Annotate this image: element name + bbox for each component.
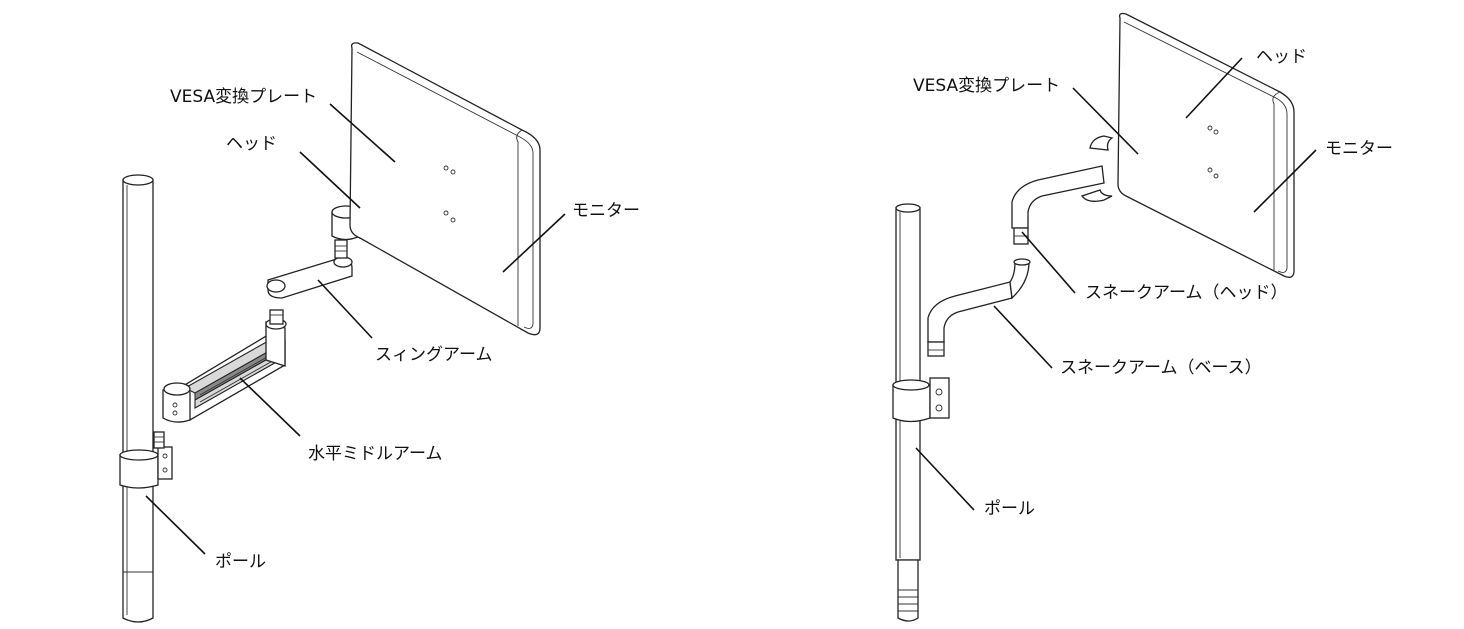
left-swing-arm bbox=[266, 239, 353, 299]
left-pole bbox=[122, 174, 154, 623]
left-pole-clamp bbox=[119, 431, 173, 489]
left-label-head: ヘッド bbox=[226, 134, 277, 154]
right-label-pole: ポール bbox=[984, 499, 1035, 519]
left-label-pole: ポール bbox=[215, 552, 266, 572]
right-label-snake-head: スネークアーム（ヘッド） bbox=[1085, 283, 1287, 303]
left-label-swing-arm: スィングアーム bbox=[375, 345, 492, 365]
left-assembly: VESA変換プレート ヘッド モニター スィングアーム 水平ミドルアーム ポール bbox=[119, 42, 640, 623]
right-assembly: VESA変換プレート ヘッド モニター スネークアーム（ヘッド） スネークアーム… bbox=[892, 12, 1393, 622]
left-label-vesa: VESA変換プレート bbox=[170, 87, 317, 107]
right-pole-clamp bbox=[892, 377, 950, 423]
left-leaders bbox=[145, 103, 566, 555]
right-label-snake-base: スネークアーム（ベース） bbox=[1060, 358, 1262, 378]
right-label-monitor: モニター bbox=[1325, 139, 1393, 159]
left-label-middle-arm: 水平ミドルアーム bbox=[308, 444, 442, 464]
right-snake-head bbox=[1011, 135, 1114, 245]
left-middle-arm bbox=[162, 309, 287, 423]
right-monitor bbox=[1117, 12, 1295, 278]
right-label-vesa: VESA変換プレート bbox=[913, 76, 1060, 96]
left-monitor bbox=[349, 42, 541, 336]
left-label-monitor: モニター bbox=[572, 201, 640, 221]
right-label-head: ヘッド bbox=[1256, 47, 1307, 67]
right-snake-base bbox=[927, 258, 1031, 357]
right-leaders bbox=[915, 57, 1317, 511]
